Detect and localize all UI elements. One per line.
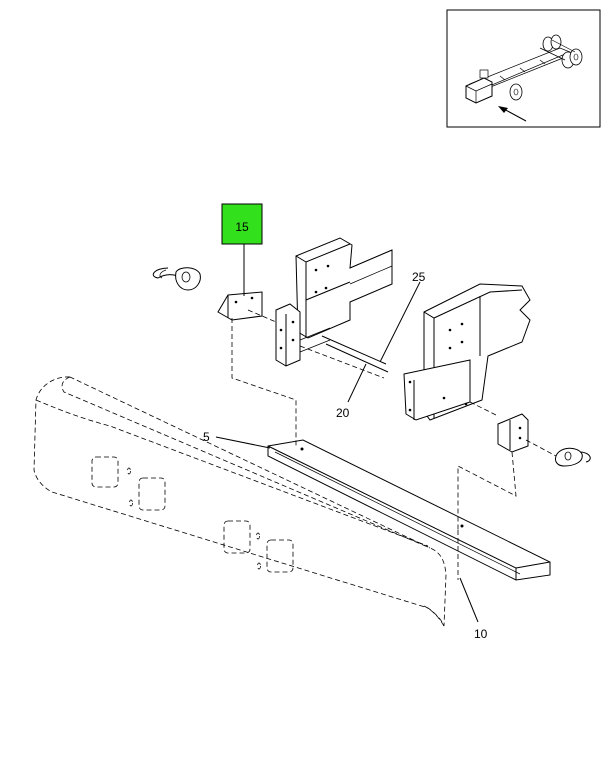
locator-arrow-icon xyxy=(498,106,527,122)
bolt xyxy=(321,335,389,373)
callout-20[interactable]: 20 xyxy=(336,406,350,420)
left-bracket xyxy=(217,291,263,321)
truck-chassis-icon xyxy=(465,34,583,104)
callout-5[interactable]: 5 xyxy=(203,430,210,444)
left-frame-rail xyxy=(275,237,393,367)
support-bar xyxy=(267,439,551,581)
leader-lines xyxy=(215,244,479,623)
callout-10[interactable]: 10 xyxy=(474,627,488,641)
front-bumper xyxy=(33,376,447,627)
locator-inset xyxy=(446,9,601,128)
right-bracket xyxy=(497,413,529,453)
right-frame-rail xyxy=(403,283,531,421)
left-tow-hook xyxy=(152,267,201,291)
callout-15-highlight[interactable] xyxy=(221,203,263,245)
callout-25[interactable]: 25 xyxy=(412,270,426,284)
alignment-lines xyxy=(231,309,557,580)
right-tow-hook xyxy=(555,447,591,467)
callout-15[interactable]: 15 xyxy=(235,220,249,234)
